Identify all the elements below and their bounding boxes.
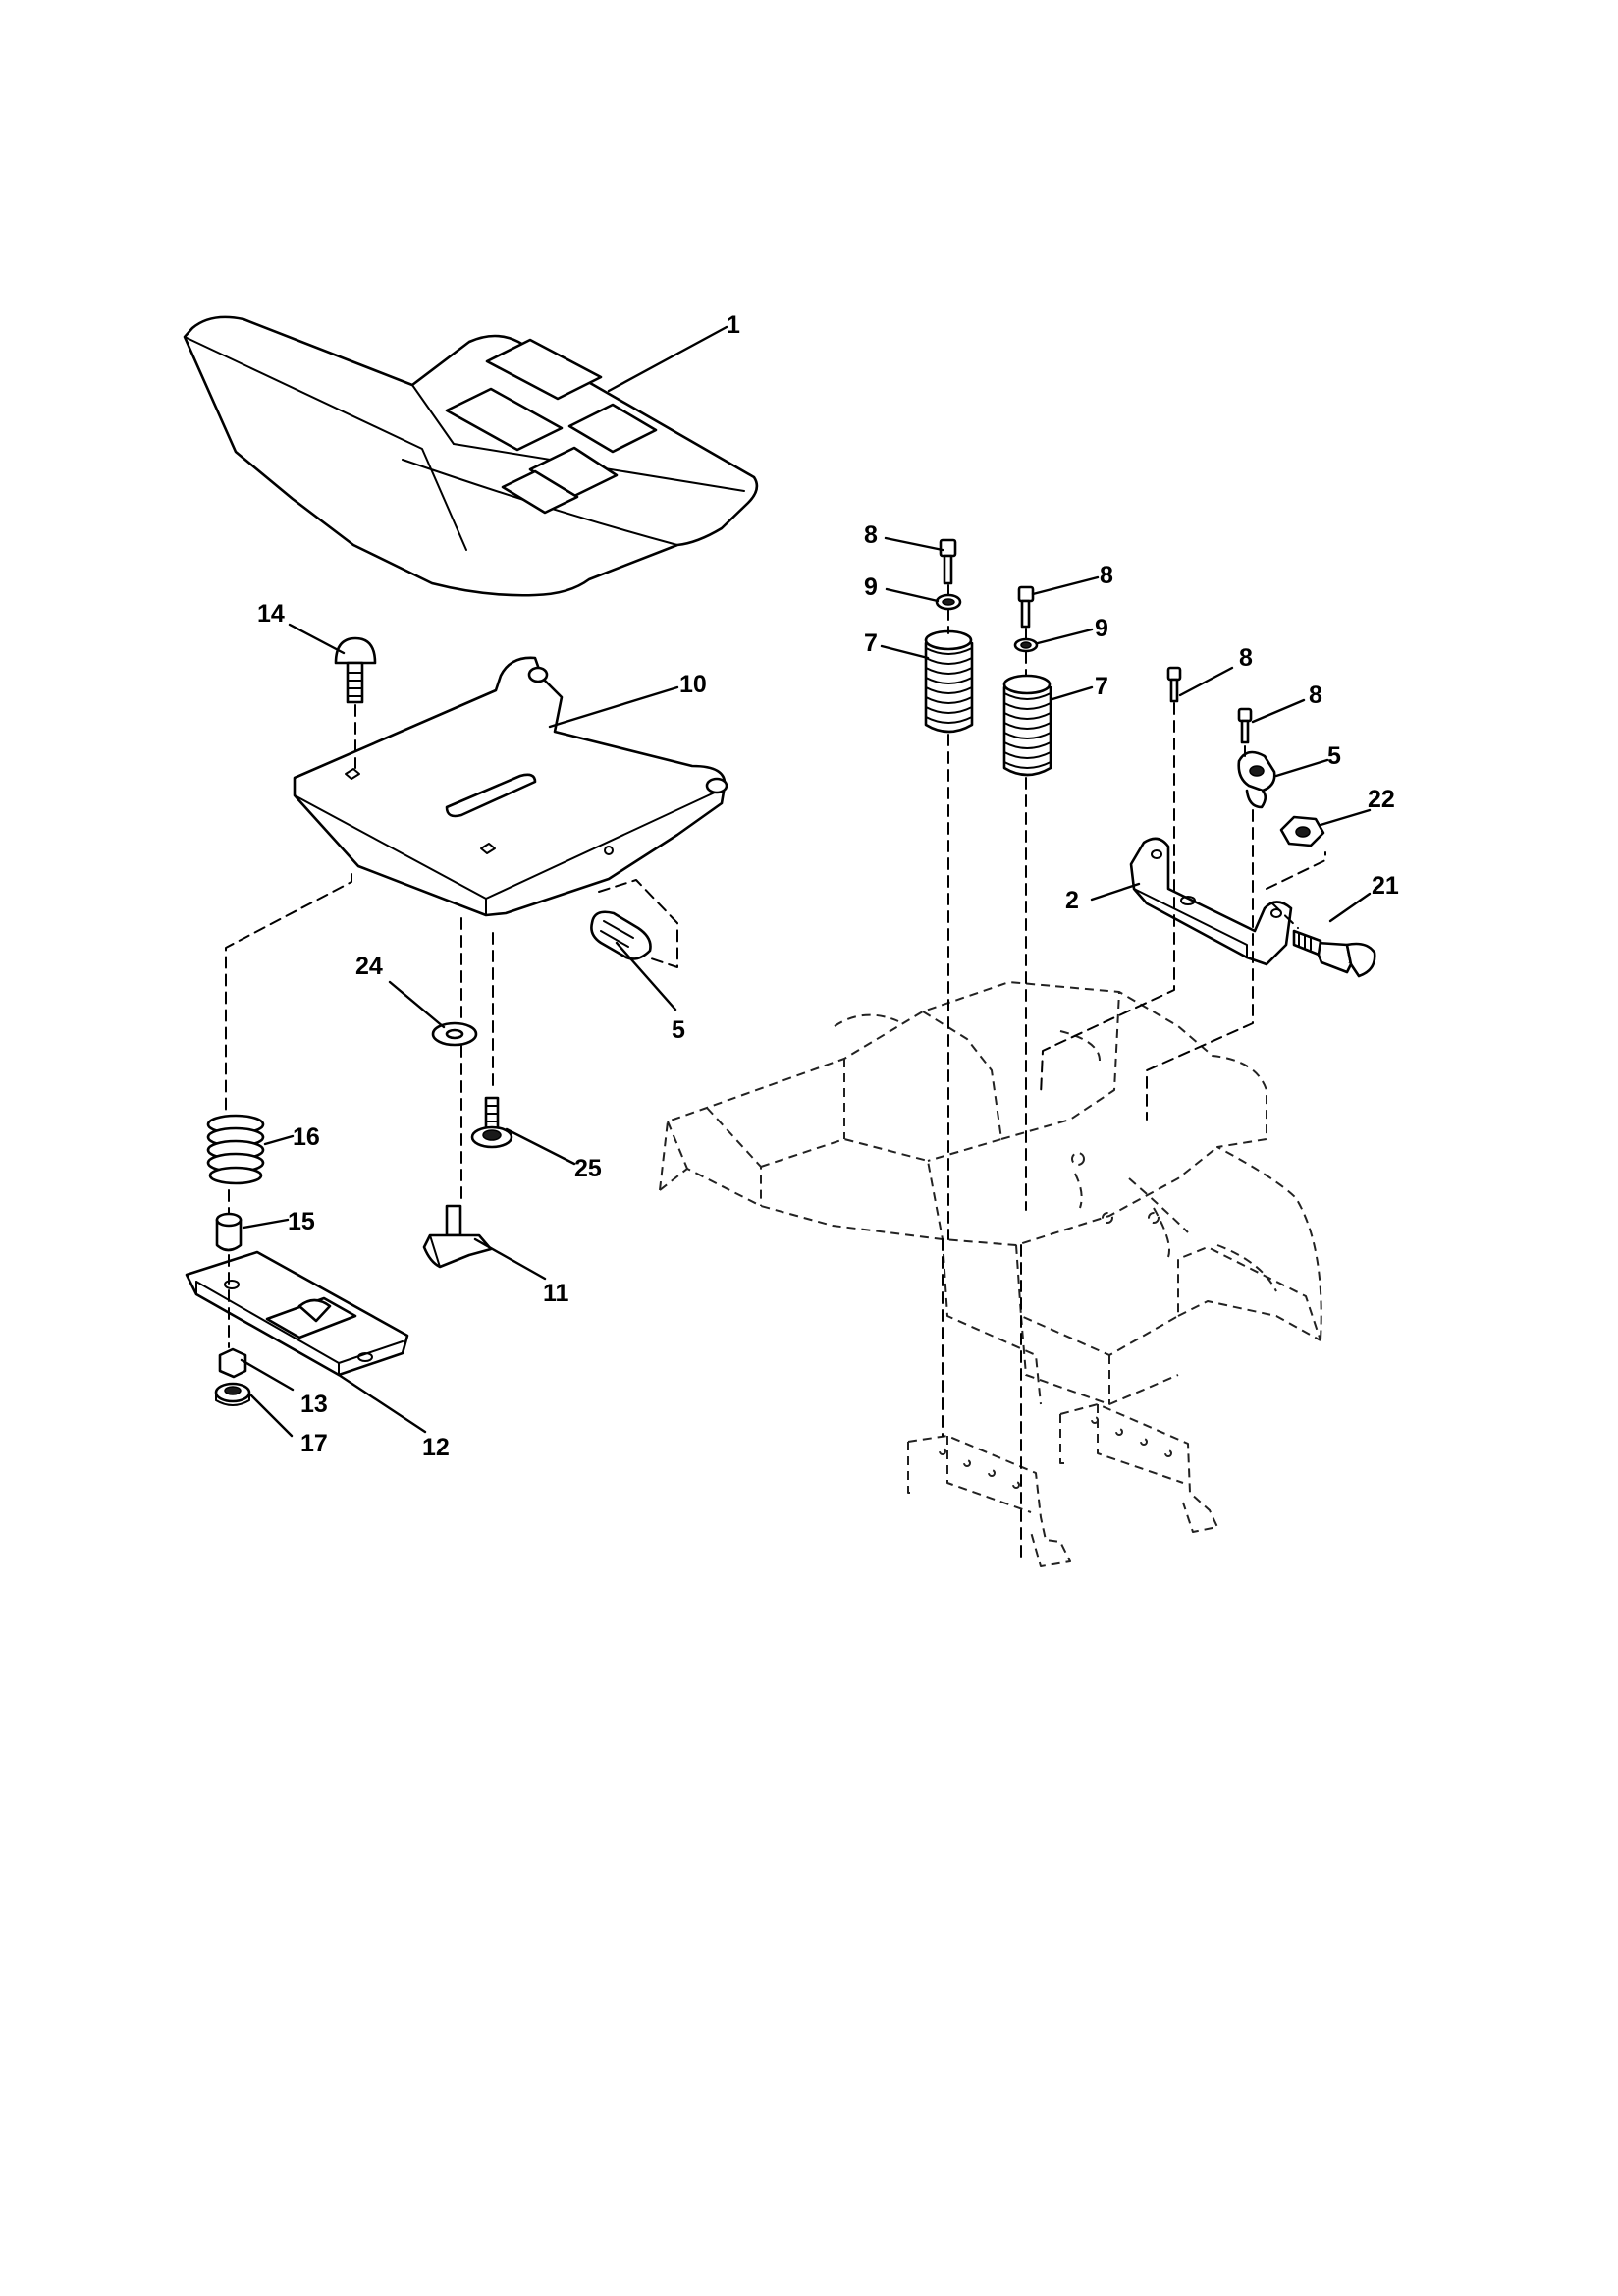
callout-8-a: 8 (864, 521, 878, 549)
callout-16: 16 (293, 1123, 320, 1151)
spacer-bushing (215, 1212, 243, 1252)
washer-9-b (1013, 637, 1039, 653)
nut-22 (1279, 815, 1325, 847)
wing-knob (422, 1204, 493, 1269)
bolt-8-c (1166, 666, 1182, 703)
assembly-lines-right (942, 584, 1326, 1562)
bolt-8-a (939, 538, 957, 585)
callout-1: 1 (727, 311, 740, 339)
washer-24 (431, 1021, 478, 1047)
callout-10: 10 (679, 671, 707, 698)
callout-leaders (240, 325, 1372, 1438)
seat-latch-left (590, 879, 678, 968)
callout-17: 17 (300, 1430, 328, 1457)
mounting-bracket (1129, 837, 1293, 966)
callout-7-a: 7 (864, 629, 878, 657)
callout-9-a: 9 (864, 574, 878, 601)
seat-latch-right (1237, 750, 1276, 809)
callout-labels: 1 14 10 5 24 25 16 15 11 13 17 12 8 9 7 … (257, 311, 1399, 1461)
seat (183, 315, 759, 597)
washer-17 (214, 1382, 251, 1406)
callout-7-b: 7 (1095, 673, 1108, 700)
slide-plate (185, 1250, 409, 1377)
callout-8-b: 8 (1100, 562, 1113, 589)
callout-5-right: 5 (1327, 742, 1341, 770)
callout-8-c: 8 (1239, 644, 1253, 672)
bolt-8-d (1237, 707, 1253, 744)
shoulder-bolt-21 (1292, 929, 1376, 978)
callout-22: 22 (1368, 786, 1395, 813)
shoulder-bolt (470, 1096, 513, 1149)
callout-14: 14 (257, 600, 285, 628)
callout-5-left: 5 (672, 1016, 685, 1044)
callout-13: 13 (300, 1391, 328, 1418)
tractor-frame-outline (659, 981, 1322, 1567)
callout-21: 21 (1372, 872, 1399, 900)
callout-12: 12 (422, 1434, 450, 1461)
callout-15: 15 (288, 1208, 315, 1235)
coil-spring-16 (206, 1114, 265, 1185)
assembly-lines-left (225, 704, 494, 1348)
callout-8-d: 8 (1309, 682, 1322, 709)
washer-9-a (935, 593, 962, 611)
callout-11: 11 (543, 1280, 569, 1307)
seat-pan (293, 656, 728, 917)
coil-spring-7-b (1002, 674, 1052, 777)
callout-25: 25 (574, 1155, 602, 1182)
nut-13 (218, 1347, 247, 1379)
callout-9-b: 9 (1095, 615, 1108, 642)
callout-2: 2 (1065, 887, 1079, 914)
coil-spring-7-a (924, 629, 974, 734)
callout-24: 24 (355, 953, 383, 980)
carriage-bolt (334, 636, 377, 704)
bolt-8-b (1017, 585, 1035, 629)
